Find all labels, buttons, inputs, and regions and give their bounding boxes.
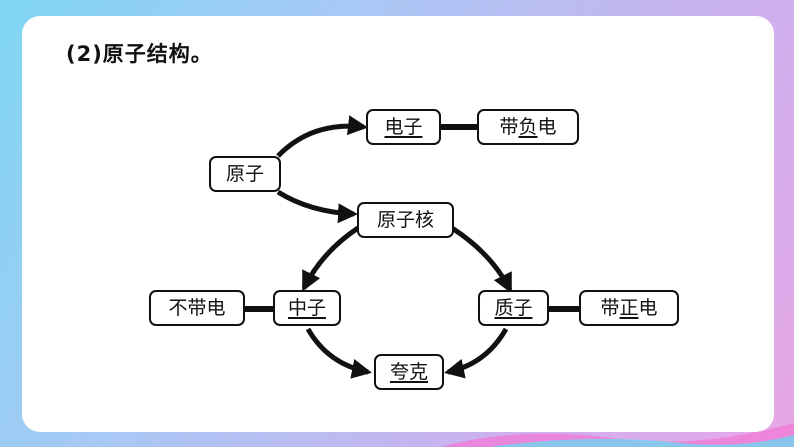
page-title: (2)原子结构。 xyxy=(66,42,213,66)
node-proton-charge-text: 正 xyxy=(619,297,639,319)
arrow-atom-electron xyxy=(276,115,368,158)
node-electron-charge-pre: 带 xyxy=(499,116,519,138)
node-proton-charge: 带正电 xyxy=(579,290,679,326)
diagram-connectors xyxy=(245,115,579,379)
node-proton: 质子 xyxy=(478,290,549,326)
arrow-nucleus-neutron xyxy=(301,225,360,292)
node-proton-text: 质子 xyxy=(494,297,533,319)
node-proton-charge-pre: 带 xyxy=(600,297,620,319)
node-electron-charge: 带负电 xyxy=(477,109,579,145)
slide: (2)原子结构。 原子 电子 带负电 原子核 不带电 xyxy=(22,16,774,432)
arrow-neutron-quark xyxy=(305,327,372,379)
node-neutron-text: 中子 xyxy=(287,297,326,319)
node-electron-charge-text: 负 xyxy=(518,116,538,138)
node-atom-text: 原子 xyxy=(225,163,264,185)
node-quark-text: 夸克 xyxy=(389,361,428,383)
node-electron-text: 电子 xyxy=(384,116,423,138)
node-atom: 原子 xyxy=(209,156,281,192)
node-proton-charge-post: 电 xyxy=(638,297,658,319)
node-neutron-charge: 不带电 xyxy=(149,290,245,326)
node-electron-charge-post: 电 xyxy=(537,116,557,138)
arrow-atom-nucleus xyxy=(276,189,358,224)
node-neutron-charge-text: 不带电 xyxy=(168,297,226,319)
arrow-proton-quark xyxy=(444,327,509,379)
node-nucleus-text: 原子核 xyxy=(376,209,434,231)
node-neutron: 中子 xyxy=(273,290,341,326)
node-nucleus: 原子核 xyxy=(357,202,454,238)
corner-ribbon-decoration xyxy=(440,423,794,447)
arrow-nucleus-proton xyxy=(450,225,513,294)
node-quark: 夸克 xyxy=(374,354,444,390)
node-electron: 电子 xyxy=(366,109,441,145)
